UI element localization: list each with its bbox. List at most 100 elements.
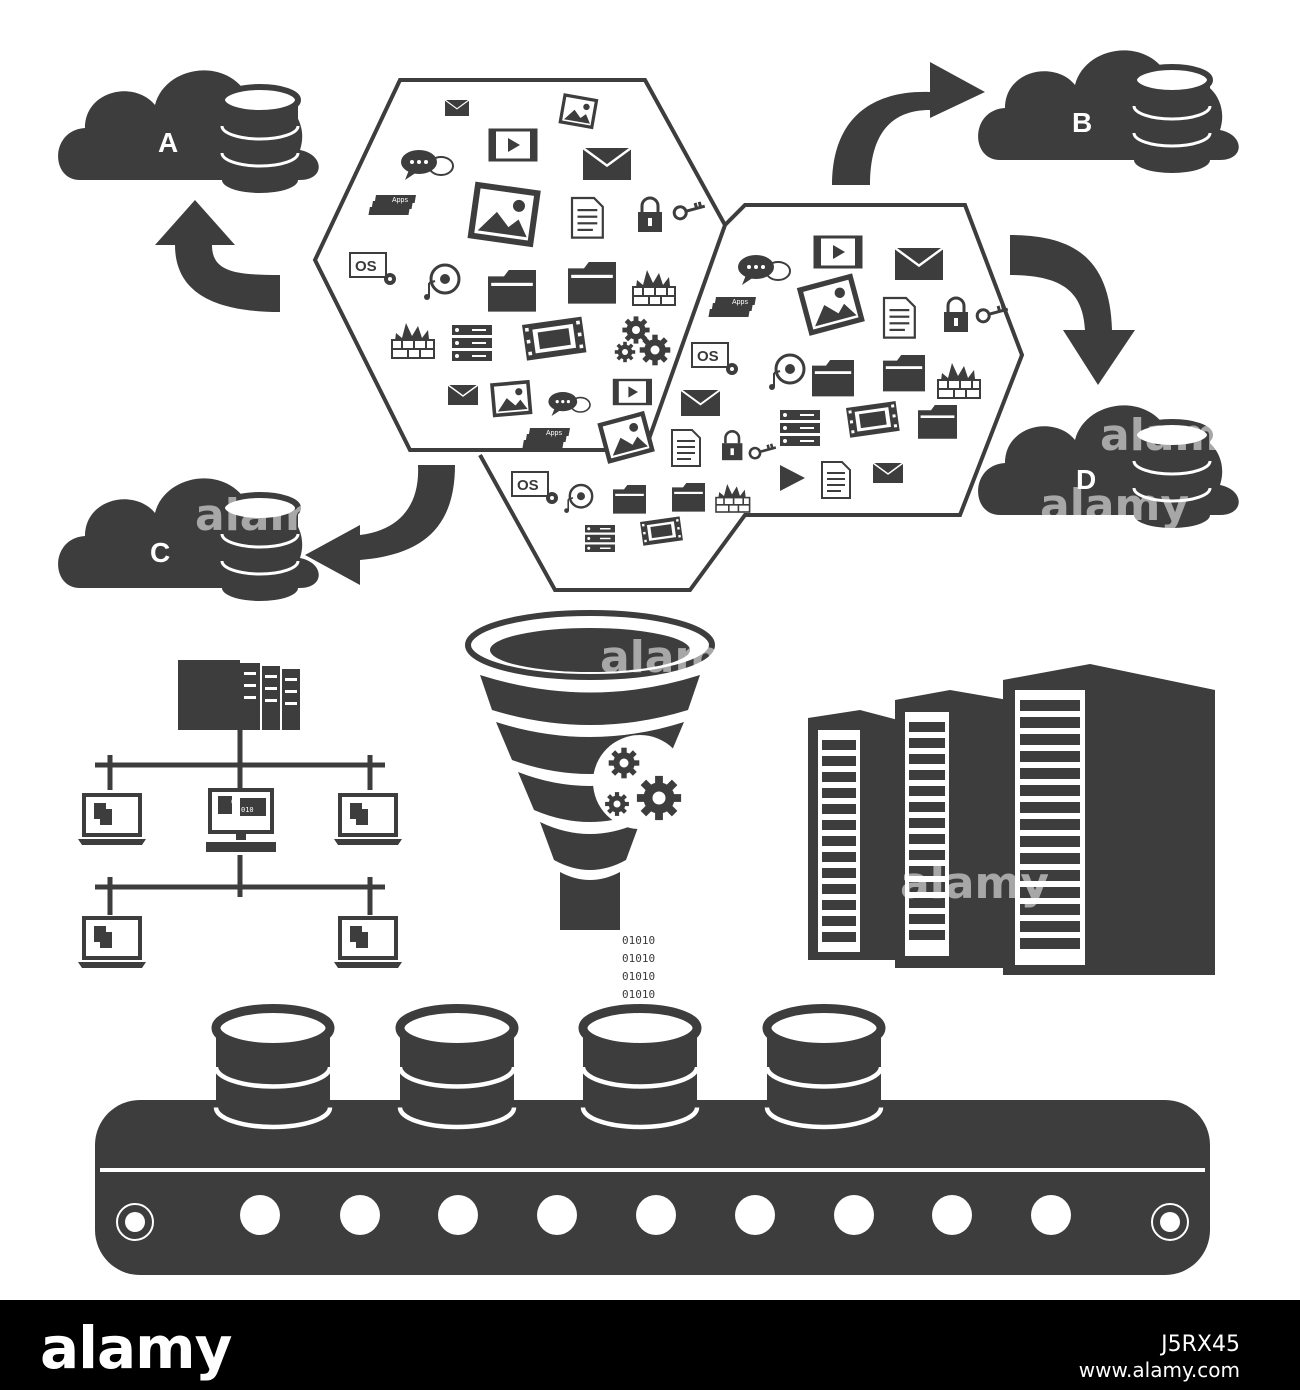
brand-logo: alamy bbox=[40, 1314, 232, 1382]
folder-icon bbox=[918, 405, 957, 439]
photo-icon bbox=[800, 277, 862, 333]
arrow-to-cloud-a bbox=[155, 200, 280, 312]
cloud-b: B bbox=[978, 50, 1239, 173]
binary-line: 01010 bbox=[622, 988, 655, 1001]
hexagon-content-icons: Apps OS Apps bbox=[349, 93, 1010, 552]
document-icon bbox=[671, 429, 701, 467]
watermark-text: alamy bbox=[1100, 410, 1249, 461]
conveyor-gear-right bbox=[1136, 1188, 1204, 1256]
database-icon bbox=[767, 1009, 881, 1168]
envelope-icon bbox=[447, 384, 479, 406]
binary-line: 01010 bbox=[622, 970, 655, 983]
arrow-to-cloud-b bbox=[832, 62, 985, 185]
arrow-to-cloud-c bbox=[305, 465, 455, 585]
conveyor-belt bbox=[95, 1100, 1210, 1275]
database-icon bbox=[400, 1009, 514, 1168]
envelope-icon bbox=[893, 246, 945, 282]
music-disc-icon bbox=[767, 353, 806, 392]
watermark-text: alamy bbox=[600, 632, 749, 683]
os-label: OS bbox=[697, 348, 719, 365]
os-label: OS bbox=[355, 258, 377, 275]
music-disc-icon bbox=[563, 483, 594, 515]
envelope-icon bbox=[581, 146, 633, 182]
cloud-a-label: A bbox=[158, 127, 178, 158]
cloud-d-label: D bbox=[1076, 464, 1096, 495]
envelope-icon bbox=[872, 462, 904, 484]
watermark-text: alamy bbox=[1040, 480, 1189, 531]
conveyor-gear-left bbox=[101, 1188, 169, 1256]
database-icon bbox=[216, 1009, 330, 1168]
desktop-computer-icon bbox=[206, 788, 276, 852]
video-icon bbox=[813, 235, 863, 269]
photo-icon bbox=[490, 380, 533, 418]
server-icon bbox=[452, 325, 492, 361]
folder-icon bbox=[883, 355, 925, 392]
server-icon bbox=[585, 525, 615, 552]
funnel bbox=[465, 610, 715, 930]
photo-icon bbox=[471, 185, 538, 244]
film-icon bbox=[846, 401, 900, 438]
video-icon bbox=[488, 128, 538, 162]
envelope-icon bbox=[444, 99, 470, 117]
photo-icon bbox=[558, 93, 599, 129]
laptop-binary: 01 bbox=[231, 798, 239, 806]
conveyor-rollers bbox=[240, 1195, 1071, 1235]
folder-icon bbox=[613, 485, 646, 514]
cloud-d: D bbox=[978, 405, 1239, 528]
gears-icon bbox=[636, 775, 682, 821]
database-icon bbox=[583, 1009, 697, 1168]
server-racks bbox=[808, 664, 1215, 975]
document-icon bbox=[821, 461, 851, 499]
server-icon bbox=[780, 410, 820, 446]
gears-icon bbox=[614, 341, 636, 363]
gears-icon bbox=[605, 792, 629, 816]
data-hexagon-right bbox=[478, 203, 1025, 592]
apps-label: Apps bbox=[546, 430, 562, 437]
site-url: www.alamy.com bbox=[1078, 1358, 1240, 1382]
server-stack-icon bbox=[178, 660, 300, 730]
os-icon: OS bbox=[511, 471, 559, 505]
image-id: J5RX45 bbox=[1161, 1332, 1240, 1357]
envelope-icon bbox=[680, 389, 721, 417]
laptop-icon bbox=[76, 916, 148, 970]
cloud-a: A bbox=[58, 70, 319, 193]
apps-icon: Apps bbox=[368, 195, 416, 215]
os-icon: OS bbox=[691, 342, 739, 376]
folder-icon bbox=[812, 360, 854, 397]
watermark-text: alamy bbox=[195, 490, 344, 541]
binary-line: 01010 bbox=[622, 934, 655, 947]
watermarks: alamy alamy alamy alamy alamy bbox=[195, 410, 1249, 909]
network-diagram: 01 010 bbox=[76, 660, 404, 970]
document-icon bbox=[882, 296, 916, 339]
cloud-b-label: B bbox=[1072, 107, 1092, 138]
lock-icon bbox=[720, 430, 744, 462]
gears-icon bbox=[608, 747, 640, 779]
chat-icon bbox=[737, 254, 791, 286]
os-icon: OS bbox=[349, 252, 397, 286]
key-icon bbox=[746, 435, 778, 467]
folder-icon bbox=[672, 483, 705, 512]
big-data-diagram: A B C D bbox=[58, 50, 1249, 1275]
laptop-icon bbox=[332, 916, 404, 970]
apps-label: Apps bbox=[392, 197, 408, 204]
os-label: OS bbox=[517, 477, 539, 494]
play-icon bbox=[780, 465, 805, 491]
cloud-c: C bbox=[58, 478, 319, 601]
watermark-text: alamy bbox=[900, 858, 1049, 909]
footer-bar: alamy J5RX45 www.alamy.com bbox=[0, 1300, 1300, 1390]
apps-icon: Apps bbox=[708, 297, 756, 317]
apps-icon: Apps bbox=[522, 428, 570, 448]
laptop-icon bbox=[332, 793, 404, 847]
document-icon bbox=[570, 196, 604, 239]
cloud-c-label: C bbox=[150, 537, 170, 568]
photo-icon bbox=[600, 414, 652, 462]
arrow-to-cloud-d bbox=[1010, 235, 1135, 385]
apps-label: Apps bbox=[732, 299, 748, 306]
video-icon bbox=[612, 378, 652, 406]
lock-icon bbox=[942, 296, 970, 334]
firewall-icon bbox=[937, 362, 981, 399]
firewall-icon bbox=[715, 483, 751, 513]
gears-icon bbox=[639, 334, 671, 366]
laptop-icon bbox=[76, 793, 148, 847]
film-icon bbox=[640, 516, 683, 546]
